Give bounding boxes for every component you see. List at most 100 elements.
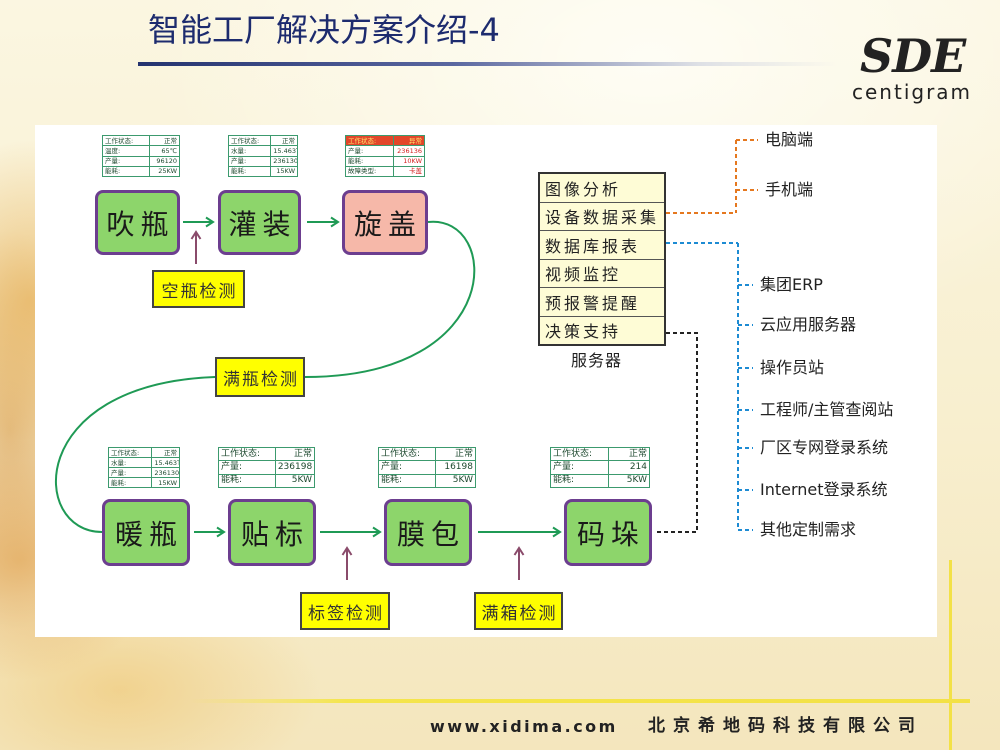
status-row: 产量:236136 (345, 145, 426, 157)
status-row: 能耗:25KW (102, 165, 181, 178)
link-decision-to-palletize (655, 332, 698, 533)
status-value: 236130 (270, 155, 298, 167)
client-pc: 电脑端 (765, 130, 814, 149)
server-module-database-report: 数据库报表 (540, 231, 664, 260)
status-row: 能耗:10KW (345, 155, 426, 167)
client-engineer-station: 工程师/主管查阅站 (760, 400, 894, 419)
slide-title: 智能工厂解决方案介绍-4 (148, 11, 500, 49)
station-film-wrapping: 膜包 (384, 499, 472, 566)
status-key: 产量: (549, 460, 610, 475)
status-key: 故障类型: (345, 165, 394, 178)
status-row: 水量:15.463T (107, 457, 180, 468)
client-custom-needs: 其他定制需求 (760, 520, 857, 539)
inspection-empty-bottle: 空瓶检测 (152, 270, 245, 308)
status-value: 236198 (274, 460, 316, 475)
status-value: 正常 (270, 134, 298, 147)
status-key: 能耗: (377, 473, 437, 489)
client-cloud-server: 云应用服务器 (760, 315, 857, 334)
status-value: 异常 (392, 134, 426, 147)
status-row: 能耗:15KW (227, 165, 298, 178)
inspection-full-bottle: 满瓶检测 (215, 357, 305, 397)
footer-company: 北京希地码科技有限公司 (648, 716, 923, 736)
status-value: 236130 (151, 467, 180, 478)
status-value: 正常 (274, 446, 316, 462)
status-value: 15KW (270, 165, 298, 178)
logo-tagline: centigram (852, 80, 973, 104)
status-value: 16198 (435, 460, 476, 475)
server-label: 服务器 (571, 351, 623, 370)
station-capping: 旋盖 (342, 190, 428, 255)
status-value: 正常 (608, 446, 650, 462)
status-key: 能耗: (107, 477, 153, 488)
status-value: 正常 (435, 446, 476, 462)
status-row: 产量:214 (549, 460, 650, 475)
status-key: 能耗: (345, 155, 394, 167)
status-row: 工作状态:正常 (107, 447, 180, 458)
status-value: 5KW (274, 473, 316, 489)
flow-curve-full-inspection-to-warmer (54, 376, 216, 533)
server-module-panel: 图像分析 设备数据采集 数据库报表 视频监控 预报警提醒 决策支持 (538, 172, 666, 346)
status-value: 214 (608, 460, 650, 475)
status-row: 工作状态:正常 (377, 446, 476, 462)
station-label: 旋盖 (353, 207, 422, 241)
status-key: 产量: (227, 155, 272, 167)
station-palletizing: 码垛 (564, 499, 652, 566)
status-key: 水量: (107, 457, 153, 468)
status-row: 能耗:5KW (218, 473, 316, 489)
status-key: 能耗: (102, 165, 150, 178)
status-value: 15.463T (270, 145, 298, 157)
status-key: 工作状态: (107, 447, 153, 458)
server-module-alarm: 预报警提醒 (540, 288, 664, 317)
footer-rule (190, 699, 970, 703)
server-module-video-monitor: 视频监控 (540, 260, 664, 288)
status-value: 65℃ (148, 145, 181, 157)
station-labeling: 贴标 (228, 499, 316, 566)
status-key: 工作状态: (549, 446, 610, 462)
status-row: 工作状态:正常 (102, 134, 181, 147)
status-row: 能耗:5KW (549, 473, 650, 489)
status-key: 工作状态: (102, 134, 150, 147)
client-group-erp: 集团ERP (760, 275, 823, 294)
client-intranet-login: 厂区专网登录系统 (760, 438, 889, 457)
server-module-image-analysis: 图像分析 (540, 174, 664, 203)
station-blow-molding: 吹瓶 (95, 190, 180, 255)
client-internet-login: Internet登录系统 (760, 480, 888, 499)
status-row: 故障类型:卡盖 (345, 165, 426, 178)
status-key: 能耗: (227, 165, 272, 178)
status-value: 96120 (148, 155, 181, 167)
status-key: 产量: (377, 460, 437, 475)
server-module-data-collection: 设备数据采集 (540, 203, 664, 231)
status-value: 卡盖 (392, 165, 426, 178)
status-value: 15KW (151, 477, 180, 488)
station-label: 贴标 (240, 517, 309, 551)
footer-url: www.xidima.com (430, 717, 618, 736)
status-value: 5KW (608, 473, 650, 489)
status-key: 产量: (218, 460, 276, 475)
status-row: 产量:236198 (218, 460, 316, 475)
status-key: 工作状态: (345, 134, 394, 147)
status-key: 工作状态: (227, 134, 272, 147)
status-key: 产量: (102, 155, 150, 167)
status-key: 产量: (107, 467, 153, 478)
station-label: 膜包 (396, 517, 465, 551)
server-module-decision-support: 决策支持 (545, 322, 622, 342)
status-value: 10KW (392, 155, 426, 167)
status-row: 产量:236130 (227, 155, 298, 167)
status-value: 5KW (435, 473, 476, 489)
status-row: 工作状态:异常 (345, 134, 426, 147)
status-key: 产量: (345, 145, 394, 157)
station-label: 码垛 (576, 517, 645, 551)
status-key: 水量: (227, 145, 272, 157)
inspection-full-case: 满箱检测 (474, 592, 563, 630)
status-key: 工作状态: (377, 446, 437, 462)
status-row: 产量:16198 (377, 460, 476, 475)
client-mobile: 手机端 (765, 180, 814, 199)
status-value: 正常 (151, 447, 180, 458)
